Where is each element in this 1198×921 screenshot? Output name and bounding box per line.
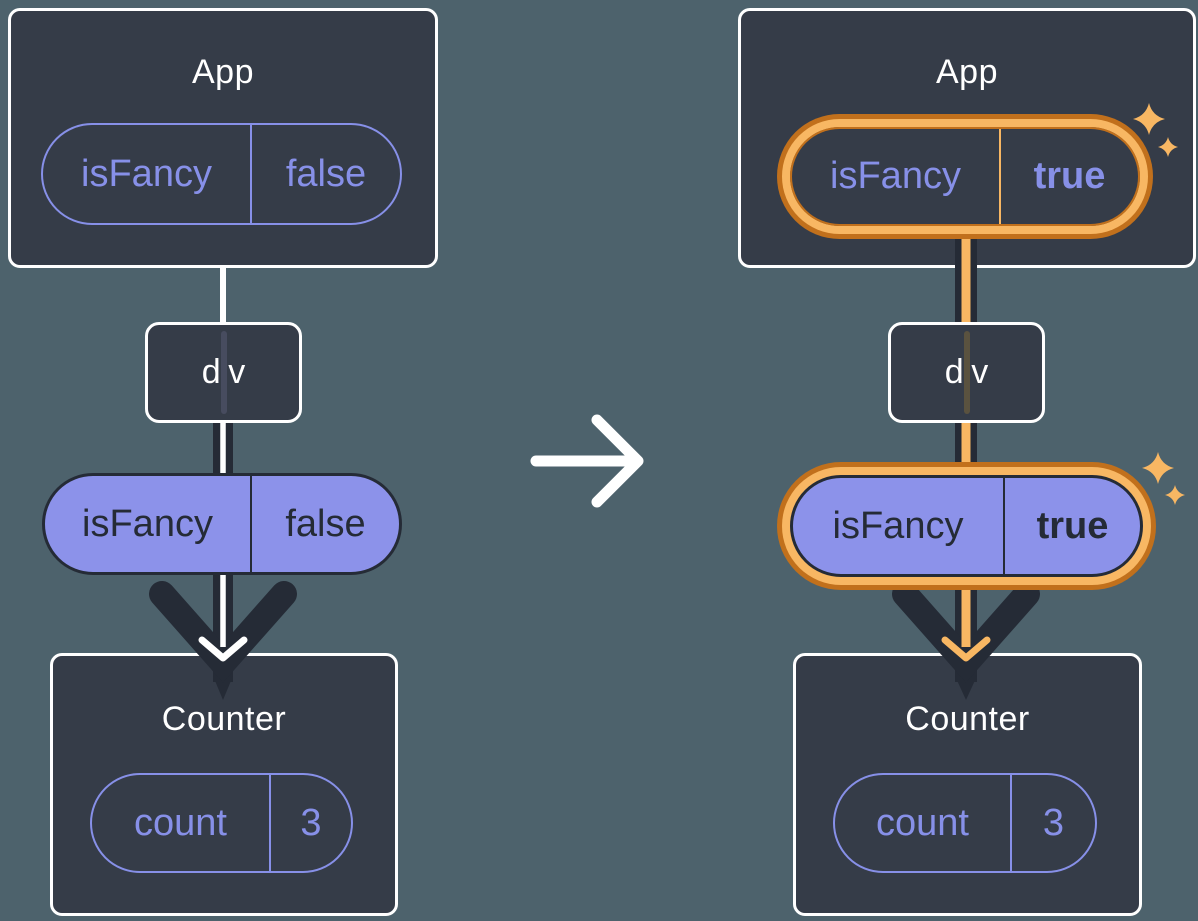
app-title: App [192,53,254,91]
before-div-node: div [145,322,302,423]
after-div-node: div [888,322,1045,423]
after-core-arrowhead-icon [941,636,991,662]
muted-line [963,331,970,414]
state-name-cell: isFancy [792,129,1001,224]
prop-name-cell: isFancy [45,476,252,572]
before-counter-state-pill: count 3 [90,773,353,873]
prop-value-cell: true [1036,504,1109,547]
counter-title: Counter [161,700,287,738]
before-core-arrowhead-icon [198,636,248,662]
after-down-arrow-icon [892,581,1040,683]
state-name-cell: isFancy [43,125,252,223]
state-value-cell: 3 [300,801,322,844]
muted-line [220,331,227,414]
prop-value-cell: false [285,502,366,545]
sparkles-icon [1142,452,1185,505]
state-name-cell: count [92,775,271,871]
state-name-cell: count [835,775,1012,871]
after-prop-flow-tip [955,676,977,700]
before-prop-pill: isFancy false [42,473,402,575]
state-value-cell: 3 [1042,801,1065,844]
state-value-cell: true [1033,155,1106,197]
sparkles-icon [1133,103,1178,157]
after-app-state-pill: isFancy true [790,127,1140,226]
transform-arrow-icon [530,414,644,508]
before-app-state-pill: isFancy false [41,123,402,225]
after-prop-pill: isFancy true [790,475,1143,577]
before-down-arrow-icon [149,581,297,683]
counter-title: Counter [905,700,1030,738]
state-value-cell: false [285,152,367,195]
after-counter-state-pill: count 3 [833,773,1097,873]
before-prop-flow-tip [213,676,233,700]
prop-name-cell: isFancy [793,478,1005,574]
app-title: App [936,53,998,91]
